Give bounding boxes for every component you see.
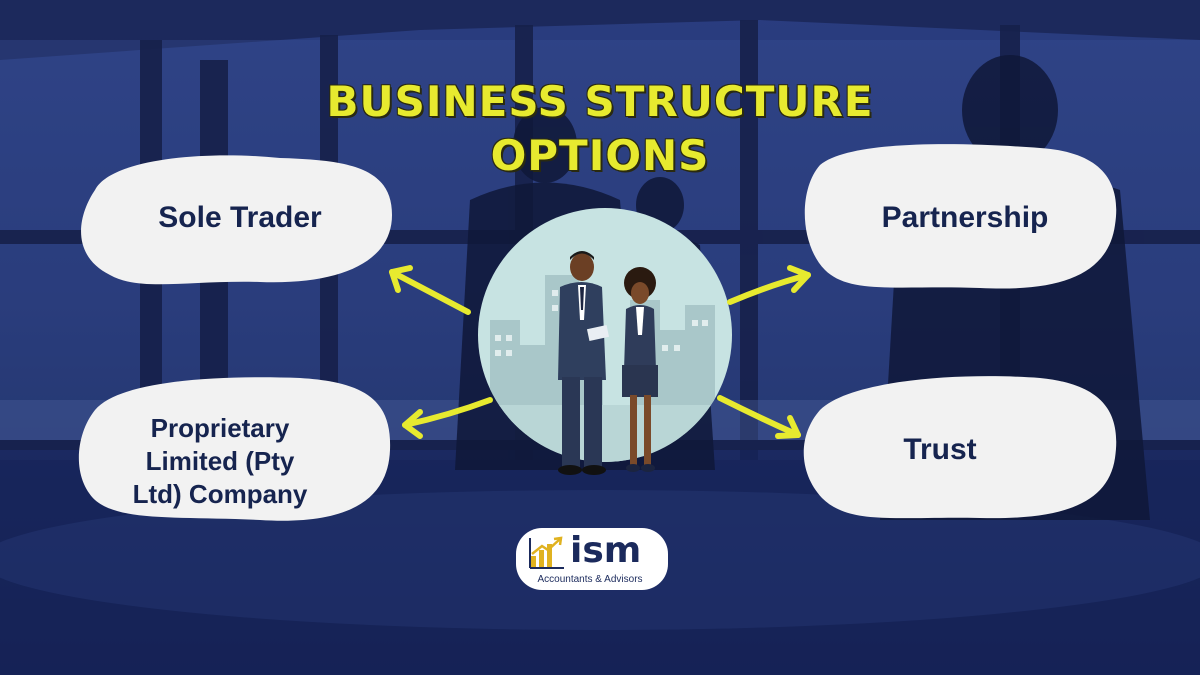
arrow-to-pty-ltd bbox=[402, 397, 493, 428]
pty-ltd-label-line-3: Ltd) Company bbox=[132, 479, 308, 509]
business-people-illustration bbox=[478, 208, 732, 475]
logo-name: ism bbox=[570, 530, 642, 571]
arrow-to-trust bbox=[717, 395, 801, 438]
arrow-to-sole-trader bbox=[389, 269, 471, 315]
logo-tagline: Accountants & Advisors bbox=[537, 574, 643, 585]
sole-trader-label: Sole Trader bbox=[158, 201, 322, 234]
trust-label: Trust bbox=[903, 433, 977, 466]
trust-bubble bbox=[803, 376, 1117, 519]
title-line-2: OPTIONS bbox=[490, 131, 710, 180]
pty-ltd-label-line-1: Proprietary bbox=[150, 413, 290, 443]
partnership-bubble bbox=[804, 144, 1117, 289]
partnership-label: Partnership bbox=[881, 201, 1049, 234]
arrow-to-partnership bbox=[727, 272, 811, 305]
pty-ltd-label-line-2: Limited (Pty bbox=[145, 446, 295, 476]
pty-ltd-bubble bbox=[78, 377, 391, 521]
sole-trader-bubble bbox=[81, 155, 392, 285]
title-line-1: BUSINESS STRUCTURE bbox=[326, 77, 874, 126]
growth-chart-icon bbox=[529, 536, 564, 569]
